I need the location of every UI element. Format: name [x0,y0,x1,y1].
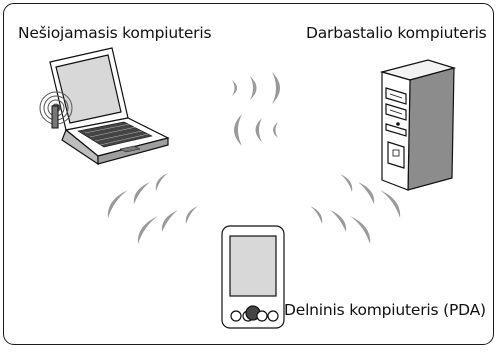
wireless-waves [107,72,401,244]
pda-label: Delninis kompiuteris (PDA) [284,301,486,319]
pda-icon [221,225,285,329]
laptop-label: Nešiojamasis kompiuteris [18,24,212,42]
desktop-tower-icon [379,59,457,191]
diagram-frame [3,3,494,345]
wifi-signal-icon [39,91,73,129]
desktop-label: Darbastalio kompiuteris [306,24,487,42]
